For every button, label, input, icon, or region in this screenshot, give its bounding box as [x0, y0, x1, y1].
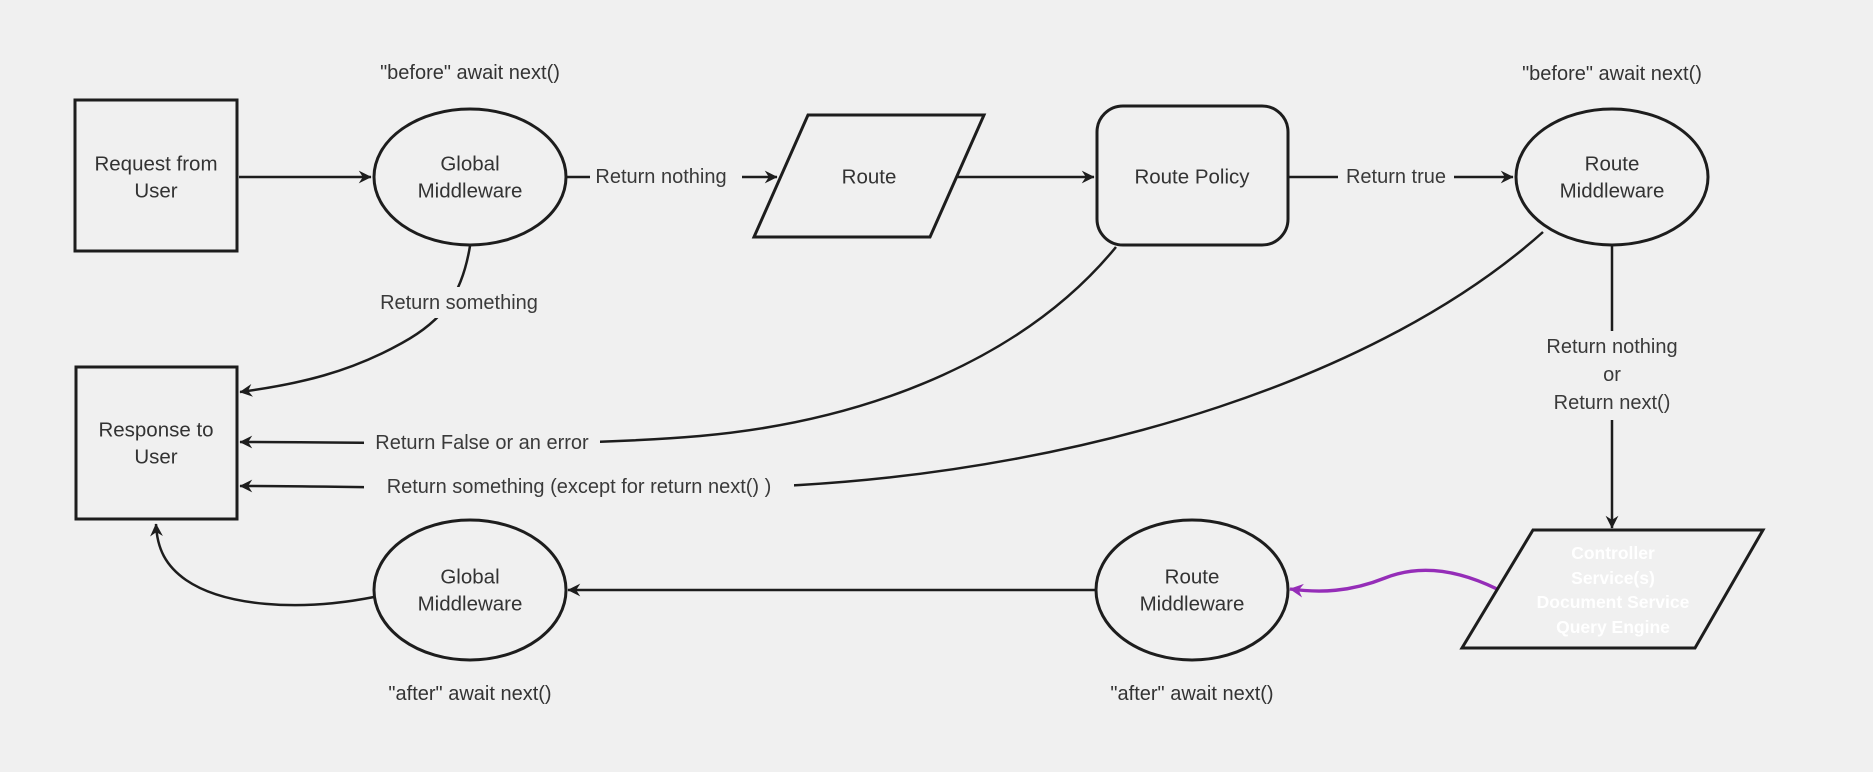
- annotation-after-await-right: "after" await next(): [1110, 683, 1273, 705]
- node-route-policy-label: Route Policy: [1134, 166, 1250, 189]
- edge-controller-to-route-middleware-after: [1289, 568, 1498, 598]
- node-global-middleware-before-line1: Global: [440, 153, 499, 176]
- label-bg-return-nothing-or: [1526, 331, 1698, 420]
- node-response-label-line2: User: [134, 446, 177, 469]
- annotation-before-await-right: "before" await next(): [1522, 63, 1702, 85]
- node-route-middleware-after-line2: Middleware: [1140, 593, 1245, 616]
- node-global-middleware-before: [372, 107, 568, 247]
- edge-label-return-something: Return something: [380, 292, 538, 314]
- node-global-middleware-after: [372, 518, 568, 662]
- node-route-middleware-before: [1514, 107, 1710, 247]
- label-bg-return-true: [1338, 161, 1454, 193]
- edge-label-return-nothing-or-line1: Return nothing: [1546, 336, 1677, 358]
- edge-global-middleware-after-to-response: [150, 523, 375, 607]
- annotation-after-await-left: "after" await next(): [388, 683, 551, 705]
- node-response-to-user: [74, 365, 239, 521]
- node-request-label-line2: User: [134, 180, 177, 203]
- edge-label-return-false-error: Return False or an error: [375, 432, 589, 454]
- node-route: [751, 113, 987, 239]
- node-controller-services: [1459, 528, 1766, 650]
- node-controller-line3: Document Service: [1537, 592, 1690, 612]
- node-route-policy: [1095, 104, 1290, 247]
- edge-label-return-nothing: Return nothing: [595, 166, 726, 188]
- edge-label-return-true: Return true: [1346, 166, 1446, 188]
- node-global-middleware-after-line2: Middleware: [418, 593, 523, 616]
- node-response-label-line1: Response to: [98, 419, 213, 442]
- node-controller-line2: Service(s): [1571, 568, 1655, 588]
- label-bg-return-nothing: [590, 161, 742, 193]
- node-global-middleware-before-line2: Middleware: [418, 180, 523, 203]
- node-route-middleware-after-line1: Route: [1165, 566, 1220, 589]
- node-request-from-user: [73, 98, 239, 253]
- edge-label-return-something-except: Return something (except for return next…: [387, 476, 772, 498]
- node-route-middleware-after: [1094, 518, 1290, 662]
- node-controller-line4: Query Engine: [1556, 617, 1670, 637]
- node-route-middleware-before-line2: Middleware: [1560, 180, 1665, 203]
- node-route-middleware-before-line1: Route: [1585, 153, 1640, 176]
- label-bg-return-something-except: [364, 471, 794, 502]
- node-route-label: Route: [842, 166, 897, 189]
- edge-label-return-nothing-or-line3: Return next(): [1554, 392, 1671, 414]
- annotation-before-await-left: "before" await next(): [380, 62, 560, 84]
- label-bg-return-false-error: [364, 427, 600, 458]
- node-global-middleware-after-line1: Global: [440, 566, 499, 589]
- node-controller-line1: Controller: [1571, 543, 1655, 563]
- label-bg-return-something: [368, 287, 550, 318]
- edge-label-return-nothing-or-line2: or: [1603, 364, 1621, 386]
- node-request-label-line1: Request from: [94, 153, 217, 176]
